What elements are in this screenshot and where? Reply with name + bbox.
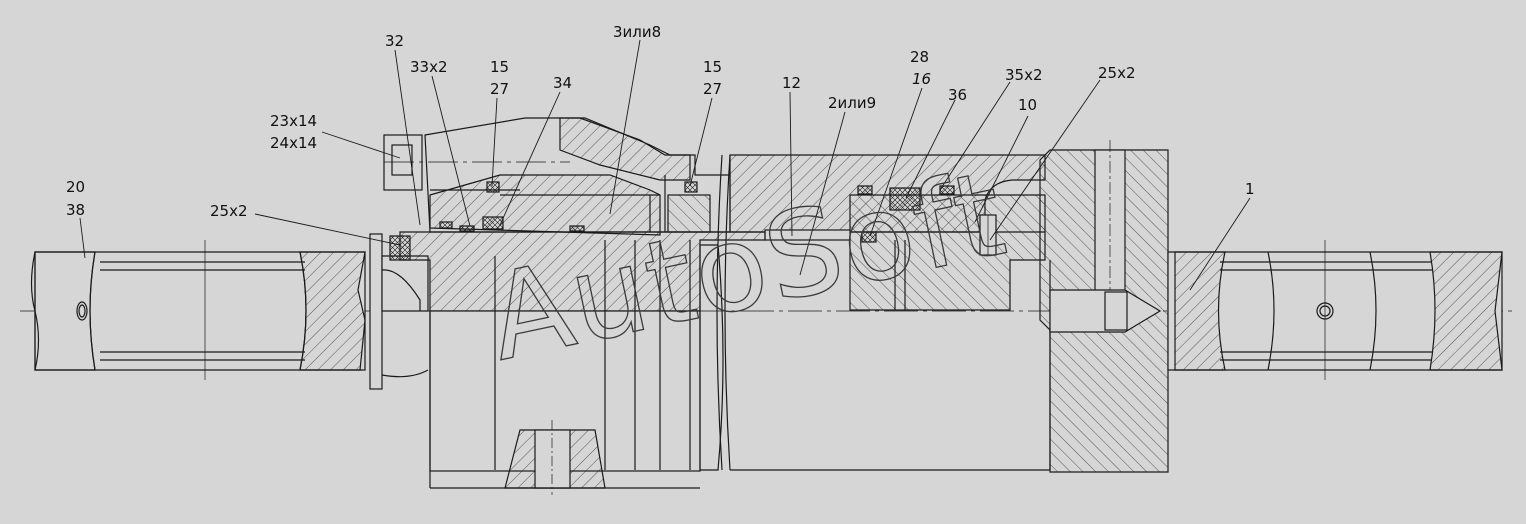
label-25x2-left: 25х2 (210, 202, 248, 220)
left-rod (30, 240, 366, 380)
label-23x14: 23х14 (270, 112, 317, 130)
label-16: 16 (912, 70, 931, 88)
label-12: 12 (782, 74, 801, 92)
callout-labels: 20 38 32 33х2 15 27 34 3или8 15 27 12 2и… (66, 23, 1255, 220)
label-25x2-right: 25х2 (1098, 64, 1136, 82)
label-27-right: 27 (703, 80, 722, 98)
label-3ili8: 3или8 (613, 23, 661, 41)
right-rod (1167, 240, 1503, 380)
label-36: 36 (948, 86, 967, 104)
label-34: 34 (553, 74, 572, 92)
housing-upper (383, 117, 731, 236)
label-2ili9: 2или9 (828, 94, 876, 112)
label-10: 10 (1018, 96, 1037, 114)
label-24x14: 24х14 (270, 134, 317, 152)
label-28: 28 (910, 48, 929, 66)
piston-section (399, 154, 766, 495)
label-20: 20 (66, 178, 85, 196)
leader-lines (79, 39, 1251, 291)
label-33x2: 33х2 (410, 58, 448, 76)
label-35x2: 35х2 (1005, 66, 1043, 84)
label-1: 1 (1245, 180, 1255, 198)
label-27-left: 27 (490, 80, 509, 98)
label-38: 38 (66, 201, 85, 219)
cylinder-body (729, 154, 1046, 311)
right-end-cap (1039, 140, 1169, 473)
label-15-right: 15 (703, 58, 722, 76)
label-15-left: 15 (490, 58, 509, 76)
label-32: 32 (385, 32, 404, 50)
